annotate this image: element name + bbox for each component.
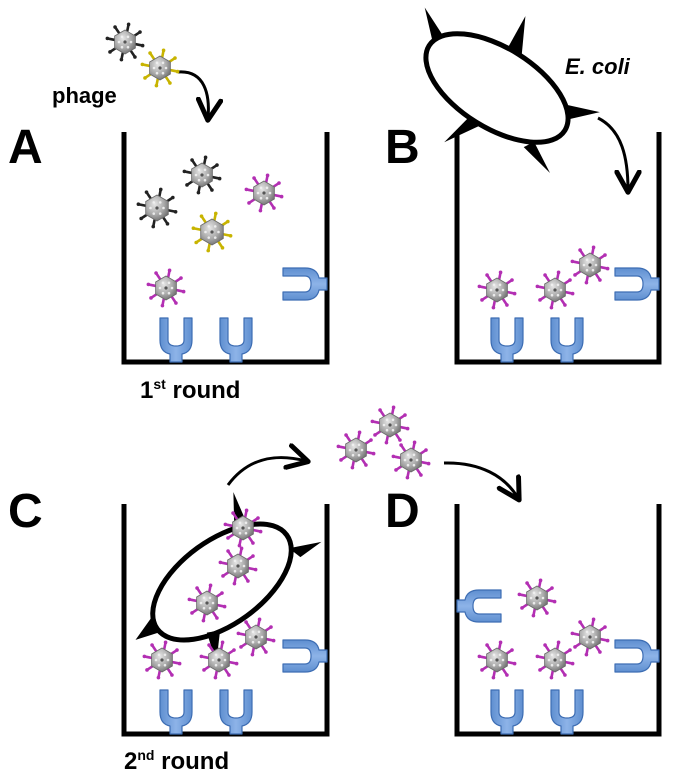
- phage-particle-icon-released-2: [336, 430, 376, 470]
- well-a: [121, 132, 330, 365]
- receptor-layer: [159, 267, 660, 735]
- caption-first-round-number: 1: [140, 377, 153, 404]
- y-shaped-target-receptor-icon-a-2: [219, 317, 253, 363]
- caption-second-round-word: round: [154, 748, 229, 775]
- y-shaped-target-receptor-icon-b-1: [490, 317, 524, 363]
- phage-particle-icon-c-1: [223, 508, 263, 548]
- panel-letter-d: D: [385, 485, 420, 538]
- curved-arrow-icon-d: [443, 461, 518, 498]
- phage-particle-icon-a-top-2: [140, 48, 180, 88]
- y-shaped-target-receptor-icon-a-3: [282, 267, 328, 301]
- phage-particle-icon-d-3: [477, 640, 517, 680]
- y-shaped-target-receptor-icon-b-3: [614, 267, 660, 301]
- phage-particle-icon-c-4: [236, 617, 276, 657]
- caption-first-round-superscript: st: [153, 376, 166, 392]
- curved-arrow-icon-b: [597, 116, 628, 190]
- well-d: [454, 504, 662, 737]
- curved-arrow-icon-c: [226, 458, 306, 486]
- caption-first-round-word: round: [166, 377, 241, 404]
- phage-particle-icon-b-3: [570, 245, 610, 285]
- phage-particle-icon-d-2: [570, 617, 610, 657]
- caption-second-round-superscript: nd: [137, 747, 154, 763]
- phage-particle-icon-a-top-1: [105, 22, 145, 62]
- y-shaped-target-receptor-icon-d-3: [550, 689, 584, 735]
- phage-particle-icon-a-1: [182, 155, 222, 195]
- panel-letter-a: A: [8, 121, 43, 174]
- caption-second-round-number: 2: [124, 748, 137, 775]
- phage-particle-icon-b-2: [535, 270, 575, 310]
- caption-first-round: 1st round: [140, 376, 240, 404]
- phage-particle-icon-a-3: [244, 173, 284, 213]
- phage-particle-icon-d-4: [535, 640, 575, 680]
- panel-letter-b: B: [385, 121, 420, 174]
- y-shaped-target-receptor-icon-c-2: [219, 689, 253, 735]
- y-shaped-target-receptor-icon-d-4: [614, 639, 660, 673]
- y-shaped-target-receptor-icon-d-2: [490, 689, 524, 735]
- phage-particle-icon-a-2: [136, 187, 178, 229]
- caption-second-round: 2nd round: [124, 747, 229, 775]
- ecoli-label: E. coli: [565, 54, 631, 79]
- ecoli-cell-icon-b: [423, 7, 600, 174]
- phage-particle-icon-c-6: [199, 640, 239, 680]
- y-shaped-target-receptor-icon-c-1: [159, 689, 193, 735]
- curved-arrow-icon-a: [177, 70, 208, 118]
- phage-label: phage: [52, 83, 117, 108]
- well-c: [121, 504, 330, 737]
- phage-particle-icon-c-5: [142, 640, 182, 680]
- phage-particle-icon-d-1: [517, 578, 557, 618]
- well-b: [454, 132, 662, 365]
- y-shaped-target-receptor-icon-b-2: [550, 317, 584, 363]
- phage-particle-icon-c-3: [187, 583, 227, 623]
- y-shaped-target-receptor-icon-a-1: [159, 317, 193, 363]
- phage-particle-icon-b-1: [477, 270, 517, 310]
- phage-particle-icon-a-5: [146, 268, 186, 308]
- phage-layer: [105, 22, 610, 680]
- panel-letter-c: C: [8, 485, 43, 538]
- phage-particle-icon-a-4: [191, 211, 233, 253]
- y-shaped-target-receptor-icon-d-1: [456, 589, 502, 623]
- phage-particle-icon-released-3: [391, 440, 431, 480]
- y-shaped-target-receptor-icon-c-3: [282, 639, 328, 673]
- phage-particle-icon-released-1: [370, 405, 410, 445]
- phage-particle-icon-c-2: [218, 546, 258, 586]
